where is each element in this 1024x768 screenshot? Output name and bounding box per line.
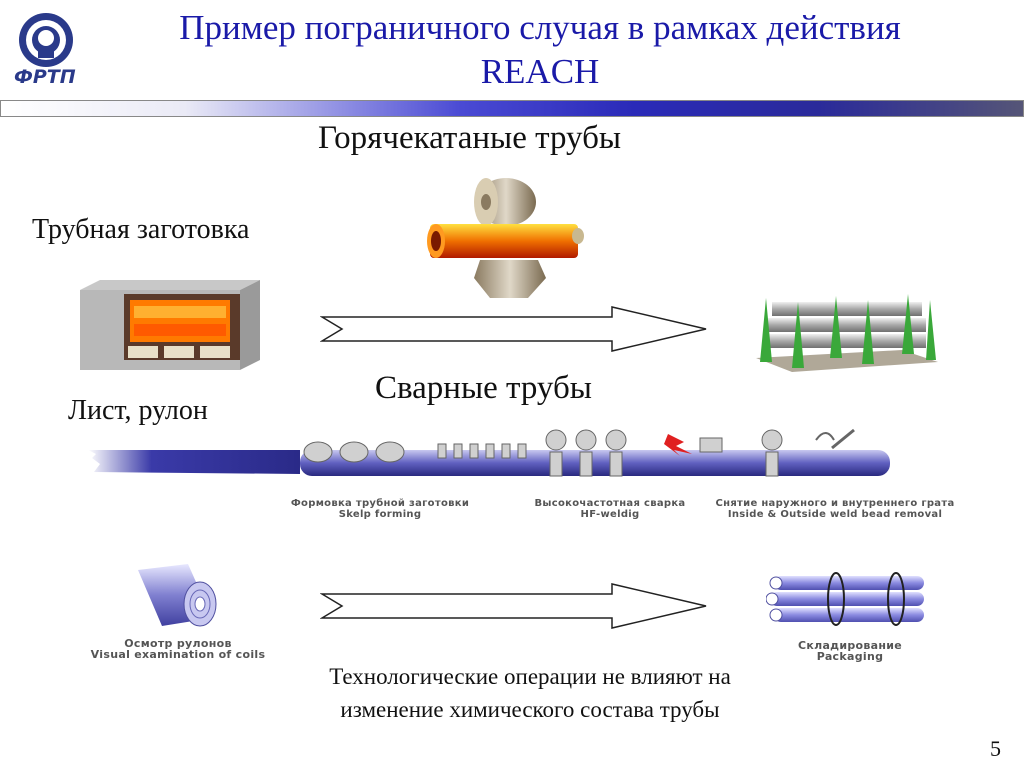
- welding-line-icon: [88, 428, 890, 477]
- caption-skelp-forming: Формовка трубной заготовки Skelp forming: [290, 498, 470, 520]
- page-number: 5: [990, 736, 1001, 761]
- caption-hf-welding: Высокочастотная сварка HF-weldig: [534, 498, 686, 520]
- hot-rolling-rollers-icon: [427, 178, 584, 298]
- billet-label: Трубная заготовка: [32, 214, 250, 245]
- billet-furnace-icon: [80, 280, 260, 370]
- title-line-1: Пример пограничного случая в рамках дейс…: [179, 8, 901, 47]
- caption-bead-removal: Снятие наружного и внутреннего грата Ins…: [715, 498, 955, 520]
- conclusion-text: Технологические операции не влияют на из…: [329, 664, 731, 722]
- title-line-2: REACH: [480, 52, 600, 91]
- slide-title: Пример пограничного случая в рамках дейс…: [110, 6, 970, 94]
- hot-rolled-process-arrow: [320, 306, 707, 352]
- welded-process-arrow: [320, 583, 707, 629]
- logo-text: ФРТП: [14, 66, 76, 88]
- welded-heading: Сварные трубы: [375, 370, 592, 406]
- logo-emblem-icon: [19, 13, 73, 67]
- title-divider-bar: [0, 100, 1024, 117]
- sheet-label: Лист, рулон: [68, 395, 208, 426]
- hot-rolled-heading: Горячекатаные трубы: [318, 120, 622, 156]
- steel-coil-icon: [138, 564, 217, 627]
- company-logo: [8, 8, 88, 98]
- pipe-stack-rack-icon: [756, 294, 938, 372]
- pipe-bundle-icon: [766, 572, 924, 626]
- caption-packaging: Складирование Packaging: [797, 639, 903, 663]
- caption-coil-inspection: Осмотр рулонов Visual examination of coi…: [90, 637, 266, 661]
